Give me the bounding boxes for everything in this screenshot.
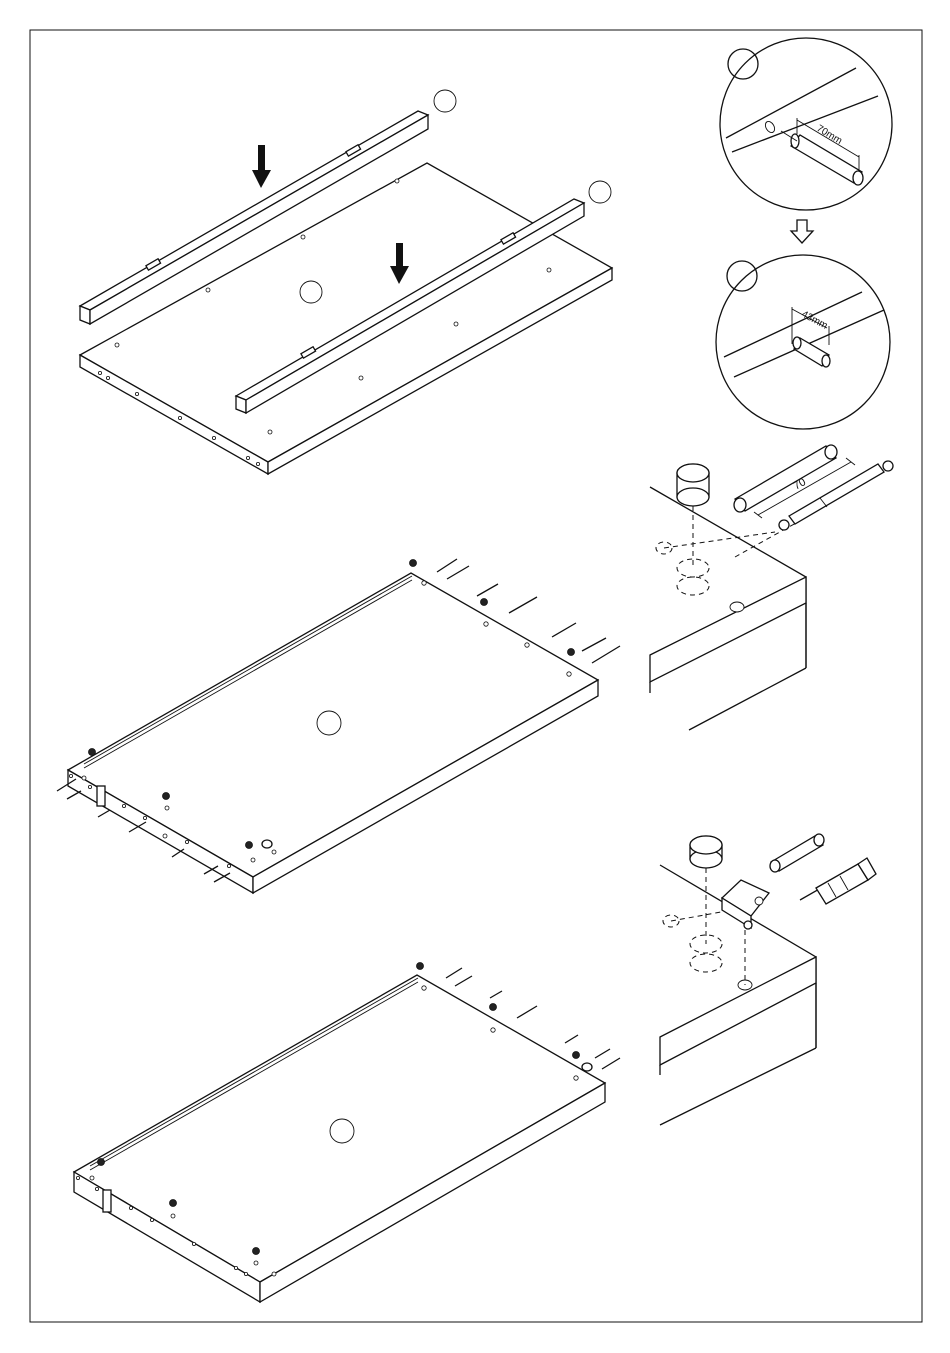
dim-43mm-label: 43mm [800,309,830,332]
detail-dowel-43mm: 43mm [716,255,890,429]
step2-panel-assembly [57,559,620,893]
dim-70mm-label: 70mm [814,123,843,147]
step1-front-batten-badge [589,181,611,203]
solid-arrow-down-icon [252,145,271,188]
detail2-badge [727,261,757,291]
detail1-badge [728,49,758,79]
step1-panel-assembly [80,90,612,474]
detail-cam-bolt: 70 [650,445,893,730]
step3-panel-assembly [74,963,620,1303]
detail-dowel-70mm: 70mm [720,38,892,210]
detail-cam-screwdriver [660,834,876,1125]
step1-back-batten-badge [434,90,456,112]
outline-arrow-down-icon [791,220,813,243]
